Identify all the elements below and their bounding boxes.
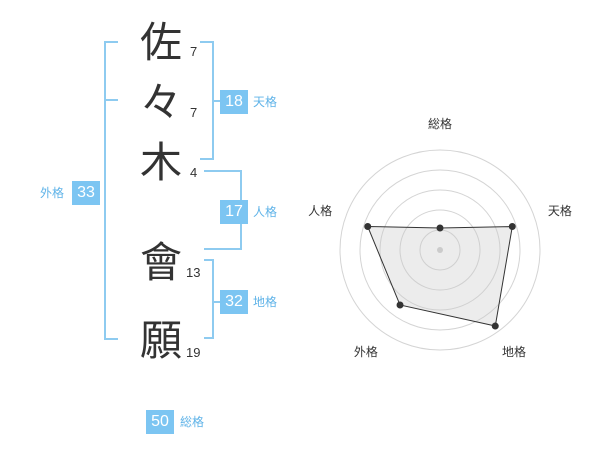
stroke-count-3: 4 (190, 165, 198, 180)
gaikaku-bracket-top (104, 41, 118, 43)
stroke-count-1: 7 (190, 44, 198, 59)
gaikaku-label: 外格 (40, 186, 65, 200)
gaikaku-bracket-vertical (104, 41, 106, 340)
radar-axis-label-4: 外格 (354, 344, 378, 359)
tenkaku-label: 天格 (253, 95, 278, 109)
chikaku-bracket-tick (212, 301, 220, 303)
jinkaku-bracket-bottom (204, 248, 242, 250)
jinkaku-value-badge: 17 (220, 200, 248, 224)
tenkaku-value-badge: 18 (220, 90, 248, 114)
soukaku-value-badge: 50 (146, 410, 174, 434)
gaikaku-bracket-bottom (104, 338, 118, 340)
name-char-1: 佐 (139, 18, 182, 67)
radar-grid-ring-5 (339, 149, 541, 351)
name-char-3: 木 (139, 138, 182, 187)
stroke-count-2: 7 (190, 105, 198, 120)
gaikaku-bracket-mid (104, 99, 118, 101)
gaikaku-value-badge: 33 (72, 181, 100, 205)
stroke-count-4: 13 (186, 265, 201, 280)
stroke-count-5: 19 (186, 345, 201, 360)
radar-grid-ring-4 (359, 169, 521, 331)
radar-point-5 (364, 223, 372, 231)
tenkaku-bracket-bottom (200, 158, 214, 160)
tenkaku-bracket-tick (212, 100, 220, 102)
chikaku-bracket-vertical (212, 259, 214, 339)
radar-series-area (366, 225, 513, 327)
radar-axis-label-1: 総格 (428, 116, 452, 131)
chikaku-value-badge: 32 (220, 290, 248, 314)
name-char-2: 々 (139, 78, 182, 127)
radar-point-2 (508, 223, 516, 231)
radar-axis-label-3: 地格 (502, 344, 526, 359)
radar-point-3 (491, 322, 499, 330)
radar-center-dot (437, 247, 443, 253)
tenkaku-bracket-top (200, 41, 214, 43)
name-char-5: 願 (139, 316, 182, 365)
radar-point-4 (396, 301, 404, 309)
jinkaku-label: 人格 (253, 205, 278, 219)
jinkaku-bracket-top (204, 170, 242, 172)
soukaku-label: 総格 (180, 415, 205, 429)
radar-axis-label-2: 天格 (548, 203, 572, 218)
chikaku-label: 地格 (253, 295, 278, 309)
chikaku-bracket-bottom (204, 337, 214, 339)
chikaku-bracket-top (204, 259, 214, 261)
radar-grid-ring-2 (399, 209, 481, 291)
name-char-4: 會 (139, 238, 182, 287)
radar-point-1 (436, 224, 444, 232)
radar-axis-label-5: 人格 (308, 203, 332, 218)
radar-grid-ring-3 (379, 189, 501, 311)
